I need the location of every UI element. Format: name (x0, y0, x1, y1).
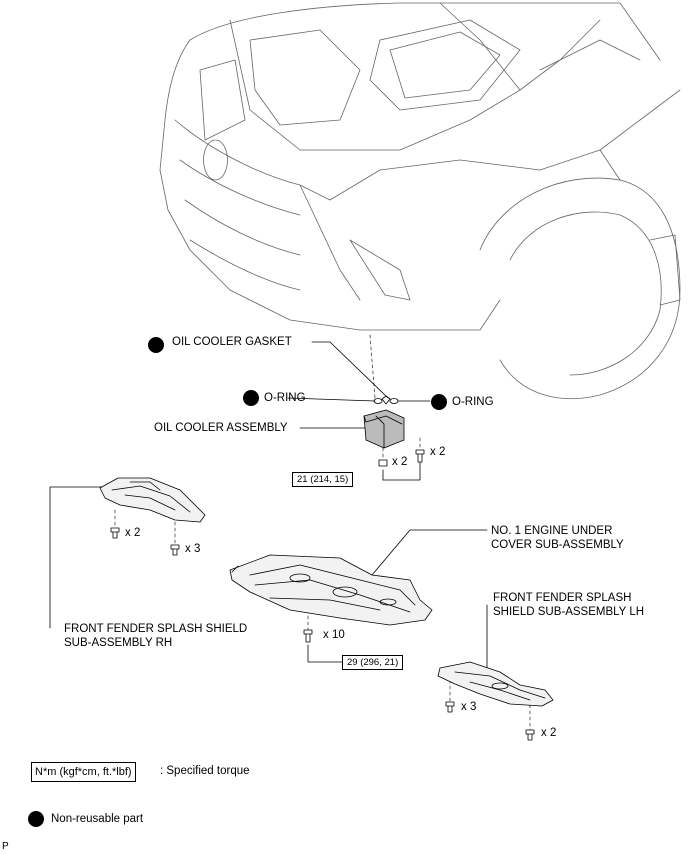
qty-oil-cooler-nut: x 2 (392, 456, 408, 468)
torque-box-under-cover: 29 (296, 21) (342, 655, 404, 670)
label-fender-rh-line2: SUB-ASSEMBLY RH (64, 637, 173, 649)
legend-torque-desc: : Specified torque (160, 765, 250, 777)
label-engine-under-cover-line1: NO. 1 ENGINE UNDER (491, 525, 613, 537)
bolt (415, 449, 425, 463)
legend-nonreusable-dot (28, 811, 44, 827)
o-ring-part (373, 398, 383, 404)
fender-shield-lh-part (437, 661, 554, 707)
leader-torque-under-cover (307, 644, 343, 663)
label-engine-under-cover-line2: COVER SUB-ASSEMBLY (491, 539, 624, 551)
label-fender-lh-line1: FRONT FENDER SPLASH (493, 592, 632, 604)
label-o-ring-left: O-RING (264, 392, 306, 404)
torque-box-oil-cooler: 21 (214, 15) (292, 472, 354, 487)
corner-mark: P (2, 841, 9, 852)
legend-nonreusable-text: Non-reusable part (51, 813, 144, 825)
qty-oil-cooler-bolt: x 2 (430, 446, 446, 458)
nonreusable-marker-o-ring-right (431, 394, 447, 410)
nut (378, 459, 388, 467)
qty-under-cover-bolt: x 10 (323, 629, 345, 641)
engine-under-cover-part (229, 554, 433, 626)
vehicle-front-illustration (159, 2, 681, 400)
label-fender-rh-line1: FRONT FENDER SPLASH SHIELD (64, 623, 248, 635)
nonreusable-marker-gasket (148, 337, 164, 353)
fender-shield-rh-part (99, 477, 206, 523)
leader-rh (49, 486, 106, 629)
qty-lh-bolt-b: x 2 (541, 727, 557, 739)
label-oil-cooler-assembly: OIL COOLER ASSEMBLY (154, 422, 288, 434)
label-o-ring-right: O-RING (452, 396, 494, 408)
label-fender-lh-line2: SHIELD SUB-ASSEMBLY LH (493, 606, 645, 618)
qty-lh-bolt-a: x 3 (461, 701, 477, 713)
qty-rh-bolt-b: x 3 (185, 543, 201, 555)
label-oil-cooler-gasket: OIL COOLER GASKET (172, 336, 292, 348)
leader-under-cover (371, 529, 488, 576)
qty-rh-bolt-a: x 2 (125, 527, 141, 539)
leader-o-ring-left (287, 397, 376, 402)
nonreusable-marker-o-ring-left (243, 390, 259, 406)
legend-torque-box: N*m (kgf*cm, ft.*lbf) (31, 762, 136, 782)
leader-gasket (311, 341, 389, 399)
leader-torque-oil-cooler (382, 459, 421, 481)
oil-cooler-part (363, 409, 405, 449)
